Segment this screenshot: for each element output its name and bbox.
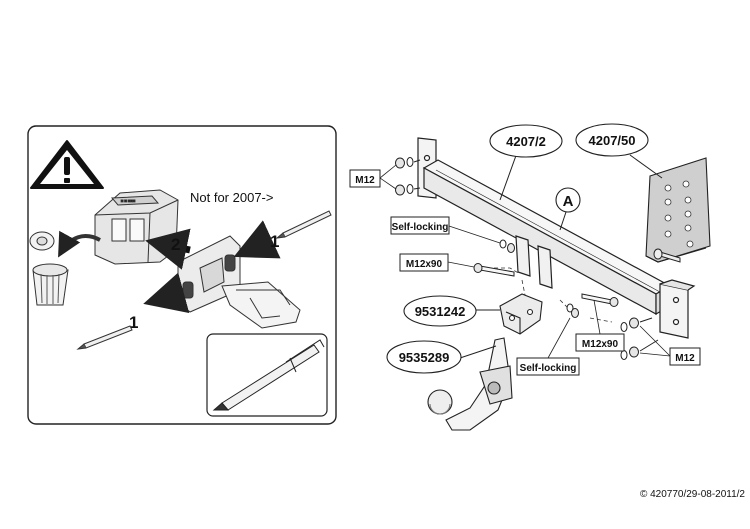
tag-self-locking-bottom-text: Self-locking [520, 363, 577, 374]
step-label-1-left: 1 [129, 313, 138, 332]
pen-icon [212, 339, 325, 411]
part-number-bracket: 9531242 [415, 304, 466, 319]
pen-tool-top [275, 210, 332, 239]
tag-self-locking-top-text: Self-locking [392, 222, 449, 233]
tag-m12-top-text: M12 [355, 175, 375, 186]
ball-mount-bracket [499, 293, 543, 335]
pen-detail-box [206, 333, 328, 417]
tag-m12x90-right-text: M12x90 [582, 339, 619, 350]
right-mounting-bracket [659, 279, 696, 339]
center-mount-plates [515, 235, 553, 289]
part-number-kit: 4207/50 [589, 133, 636, 148]
reference-letter: A [563, 193, 574, 210]
inset-note: Not for 2007-> [190, 190, 273, 205]
push-arrow-right [233, 220, 281, 259]
slide-arrow [145, 228, 191, 270]
crossbar [422, 159, 672, 316]
step-label-2: 2 [171, 235, 180, 254]
top-left-fasteners [395, 157, 421, 196]
callout-bracket: 9531242 [403, 295, 500, 327]
socket-cap-part [29, 231, 69, 306]
step-label-1-right: 1 [270, 232, 279, 251]
kit-loose-bolt [653, 248, 681, 263]
tag-m12-bottom-text: M12 [675, 353, 695, 364]
callout-bar: 4207/2 [489, 124, 563, 201]
tag-m12x90-left-text: M12x90 [406, 259, 443, 270]
callout-kit: 4207/50 [575, 123, 663, 179]
tag-self-locking-top: Self-locking [390, 216, 501, 244]
push-arrow-left [143, 272, 190, 314]
tow-ball-neck [427, 337, 513, 431]
towbar-assembly [395, 137, 711, 431]
remove-arrow [58, 230, 101, 258]
tag-self-locking-bottom: Self-locking [516, 317, 580, 376]
callout-reference: A [555, 187, 581, 231]
tag-m12x90-left: M12x90 [399, 253, 475, 272]
pen-tool-bottom [76, 325, 133, 350]
svg-text:■ ■ ■■■: ■ ■ ■■■ [121, 198, 136, 203]
tag-m12-bottom: M12 [639, 325, 701, 366]
center-fasteners [473, 239, 619, 318]
part-number-ball: 9535289 [399, 350, 450, 365]
instruction-inset-panel: Not for 2007-> ■ ■ ■■■ [27, 125, 337, 425]
warning-icon [30, 140, 104, 189]
socket-plate-assembly [177, 235, 301, 329]
tag-m12x90-right: M12x90 [575, 299, 625, 352]
hardware-kit-card [645, 157, 711, 263]
tag-m12-top: M12 [349, 164, 397, 190]
bottom-right-fasteners [620, 317, 659, 360]
copyright-footer: © 420770/29-08-2011/2 [640, 489, 745, 500]
callout-ball: 9535289 [386, 340, 497, 374]
part-number-bar: 4207/2 [506, 134, 546, 149]
